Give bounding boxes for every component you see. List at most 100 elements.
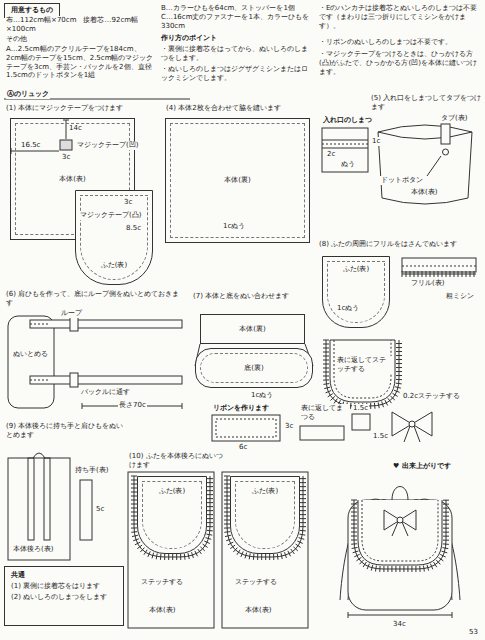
frill-gather bbox=[410, 271, 411, 277]
step-heading: (10) ふたを本体後ろにぬいつけます bbox=[128, 452, 230, 470]
part-name: 本体後ろ(表) bbox=[12, 545, 54, 554]
back-panel bbox=[8, 458, 70, 560]
frill-gather bbox=[207, 502, 213, 503]
frill-gather bbox=[226, 539, 232, 541]
frill-gather bbox=[440, 554, 445, 557]
opening-finish bbox=[322, 140, 368, 148]
finished-backpack bbox=[362, 500, 438, 561]
method-note: ・Eのハンカチは接着芯とぬいしろのしまつは不要です（まわりは三つ折りにしてミシン… bbox=[318, 4, 482, 30]
piece-label: 共通 bbox=[11, 571, 117, 580]
frill-gather bbox=[224, 531, 230, 533]
frill-gather bbox=[207, 494, 213, 495]
piece-label: ふた(表) bbox=[101, 261, 127, 270]
frill-gather bbox=[443, 516, 449, 517]
bag-body bbox=[378, 132, 472, 139]
flap-with-frill bbox=[323, 340, 402, 409]
frill-gather bbox=[443, 512, 449, 513]
sewing-note: 表に返してまつる bbox=[300, 404, 350, 422]
frill-gather bbox=[395, 566, 396, 572]
frill-gather bbox=[434, 271, 435, 277]
frill-gather bbox=[443, 520, 449, 521]
frill-gather bbox=[382, 401, 384, 407]
frill-gather bbox=[300, 506, 306, 507]
flap-piece: ふた(表) bbox=[322, 256, 390, 328]
frill-gather bbox=[285, 552, 287, 558]
frill-gather bbox=[135, 542, 140, 545]
frill-gather bbox=[439, 557, 444, 560]
bottom-and-straps bbox=[30, 376, 182, 384]
frill-gather bbox=[206, 538, 212, 540]
dimension: 3c bbox=[61, 153, 71, 162]
frill-gather bbox=[396, 359, 402, 360]
material-note: その他 bbox=[5, 35, 28, 44]
frill-gather bbox=[300, 514, 306, 515]
frill-gather bbox=[466, 271, 467, 277]
part-name: ループ bbox=[60, 309, 83, 318]
frill-gather bbox=[442, 548, 448, 549]
frill-gather bbox=[351, 543, 357, 544]
note-text: (1) 裏側に接着芯をはります bbox=[11, 582, 117, 591]
flap-piece: ふた(表) bbox=[230, 476, 300, 554]
frill-gather bbox=[277, 554, 279, 560]
flap-with-frill bbox=[326, 340, 399, 406]
sewing-note: 0.2cステッチする bbox=[402, 392, 461, 401]
frill-gather bbox=[443, 508, 449, 509]
sewing-note: 表に返してステッチする bbox=[336, 356, 393, 374]
frill-gather bbox=[203, 544, 208, 547]
sub-heading: リボンを作ります bbox=[212, 404, 270, 413]
sewing-note: 粗ミシン bbox=[445, 292, 475, 301]
frill-gather bbox=[390, 396, 394, 400]
frill-gather bbox=[351, 516, 357, 517]
piece-label: 底(裏) bbox=[244, 364, 263, 373]
frill-gather bbox=[207, 530, 213, 532]
step-heading: (7) 本体と底をぬい合わせます bbox=[192, 292, 290, 301]
frill-gather bbox=[207, 506, 213, 507]
frill-gather bbox=[323, 376, 329, 377]
frill-gather bbox=[443, 543, 449, 544]
step-heading: (8) ふたの周囲にフリルをはさんでぬいます bbox=[318, 240, 485, 249]
frill-gather bbox=[388, 398, 392, 403]
frill-gather bbox=[245, 553, 247, 559]
dimension: 1.5c bbox=[352, 404, 369, 413]
flap-piece: ふた(表) bbox=[75, 190, 153, 285]
frill-gather bbox=[180, 554, 181, 560]
frill-gather bbox=[323, 352, 329, 353]
frill-gather bbox=[207, 522, 213, 523]
part-name: ドットボタン bbox=[380, 176, 424, 185]
flap-piece: ふた(表) bbox=[137, 476, 207, 554]
frill-gather bbox=[300, 502, 306, 503]
frill-gather bbox=[184, 554, 186, 560]
frill-gather bbox=[206, 534, 212, 535]
frill-gather bbox=[430, 271, 431, 277]
frill-gather bbox=[379, 566, 380, 572]
bottom-and-straps bbox=[70, 373, 78, 387]
finished-backpack bbox=[358, 500, 442, 565]
part-name: タブ(表) bbox=[440, 114, 468, 123]
frill-gather bbox=[443, 504, 449, 505]
frill-gather bbox=[323, 383, 329, 385]
bottom-and-straps bbox=[8, 316, 54, 408]
bag-body bbox=[443, 149, 449, 155]
frill-gather bbox=[396, 351, 402, 352]
frill-gather bbox=[430, 564, 432, 570]
frill-gather bbox=[131, 531, 137, 533]
opening-finish bbox=[322, 128, 368, 172]
method-note: ・マジックテープをつけるときは、ひっかける方(凸)がふたで、ひっかかる方(凹)を… bbox=[318, 50, 482, 76]
frill-gather bbox=[323, 368, 329, 369]
frill-gather bbox=[403, 566, 404, 572]
frill-gather bbox=[176, 554, 177, 560]
frill-gather bbox=[326, 391, 332, 393]
frill-gather bbox=[269, 554, 270, 560]
frill-gather bbox=[434, 562, 437, 567]
method-note: ・裏側に接着芯をはってから、ぬいしろのしまつをします。 bbox=[160, 45, 314, 63]
dimension: 3c bbox=[123, 198, 133, 207]
frill-gather bbox=[378, 402, 379, 408]
frill-gather bbox=[354, 554, 359, 557]
frill-gather bbox=[132, 535, 138, 536]
frill-gather bbox=[192, 552, 194, 558]
part-name: 本体(表) bbox=[148, 606, 176, 615]
frill-gather bbox=[241, 551, 243, 557]
method-note: ・ぬいしろのしまつはジグザグミシンまたはロックミシンでします。 bbox=[160, 65, 314, 83]
frill-gather bbox=[351, 539, 357, 540]
frill-gather bbox=[207, 510, 213, 511]
